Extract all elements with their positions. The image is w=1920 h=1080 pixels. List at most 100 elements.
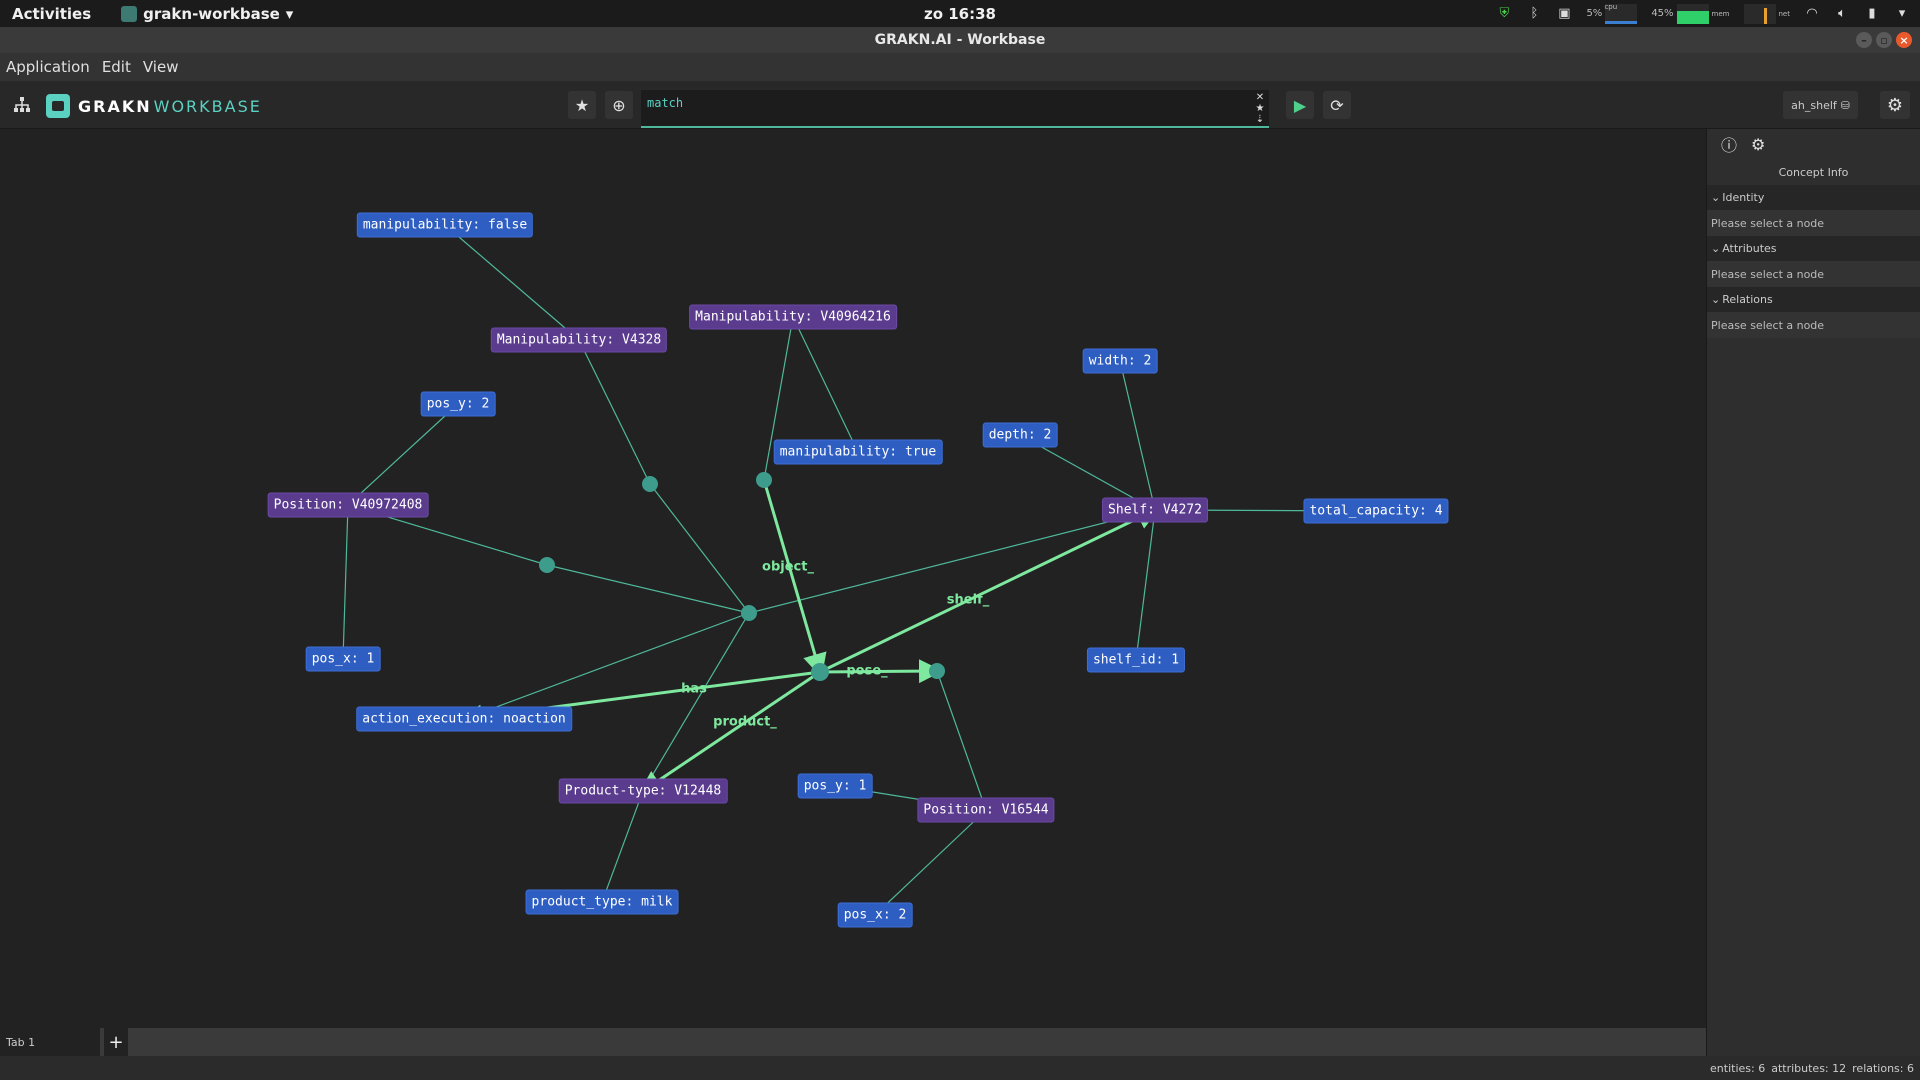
gear-icon[interactable]: ⚙ — [1751, 134, 1766, 154]
volume-icon[interactable]: 🔈︎ — [1838, 6, 1846, 21]
relation-node[interactable] — [929, 663, 945, 679]
tab-1[interactable]: Tab 1 — [0, 1028, 100, 1056]
edge-relation-d — [649, 483, 750, 614]
shield-icon[interactable]: ⛨ — [1499, 6, 1510, 21]
close-icon[interactable]: × — [1896, 32, 1912, 48]
relation-node[interactable] — [741, 605, 757, 621]
query-text: match — [647, 96, 684, 110]
edge-role-label: pose_ — [846, 663, 888, 679]
menu-view[interactable]: View — [142, 58, 179, 76]
entities-count: entities: 6 — [1710, 1061, 1766, 1075]
maximize-icon[interactable]: ▫ — [1876, 32, 1892, 48]
section-attributes[interactable]: ⌄Attributes — [1707, 236, 1920, 261]
battery-icon[interactable]: ▮ — [1868, 6, 1876, 21]
grakn-workbase-logo: GRAKN WORKBASE — [46, 94, 262, 118]
section-relations[interactable]: ⌄Relations — [1707, 287, 1920, 312]
activities-button[interactable]: Activities — [12, 4, 92, 23]
menu-edit[interactable]: Edit — [101, 58, 131, 76]
entity-node[interactable]: Position: V40972408 — [267, 492, 429, 518]
add-tab-button[interactable]: + — [104, 1028, 128, 1056]
relation-node[interactable] — [642, 476, 658, 492]
keyspace-selector[interactable]: ah_shelf ⛁ — [1783, 91, 1858, 119]
minimize-icon[interactable]: – — [1856, 32, 1872, 48]
mem-label: mem — [1711, 9, 1730, 18]
chevron-down-icon: ⌄ — [1711, 191, 1721, 204]
edge-role-label: shelf_ — [946, 592, 990, 608]
attribute-node[interactable]: pos_x: 1 — [305, 646, 381, 672]
edge-shelf-id — [1135, 509, 1156, 661]
edge-product-type-attr — [601, 790, 644, 903]
attribute-node[interactable]: manipulability: false — [356, 212, 534, 238]
identity-content: Please select a node — [1707, 210, 1920, 236]
relations-count: relations: 6 — [1852, 1061, 1914, 1075]
workbase-app-icon — [121, 5, 138, 22]
system-top-bar: Activities grakn-workbase ▾ zo 16:38 ⛨ ᛒ… — [0, 0, 1920, 27]
attribute-node[interactable]: pos_y: 1 — [797, 773, 873, 799]
net-label: net — [1778, 9, 1791, 18]
cpu-value: 5% — [1586, 8, 1603, 19]
attribute-node[interactable]: shelf_id: 1 — [1086, 647, 1186, 673]
cpu-graph — [1605, 3, 1638, 24]
chevron-down-icon[interactable]: ▾ — [1898, 6, 1906, 21]
edge-position-pos-y — [347, 403, 459, 506]
schema-tree-icon[interactable] — [12, 95, 32, 115]
window-title-bar: GRAKN.AI - Workbase – ▫ × — [0, 27, 1920, 53]
window-title: GRAKN.AI - Workbase — [874, 32, 1046, 48]
cpu-label: cpu — [1604, 2, 1618, 11]
net-graph — [1743, 3, 1776, 24]
graph-edges — [342, 223, 1377, 916]
edge-object-role — [762, 479, 827, 678]
entity-node[interactable]: Product-type: V12448 — [558, 778, 728, 804]
edge-object-relation — [763, 316, 794, 481]
entity-node[interactable]: Manipulability: V40964216 — [689, 304, 897, 330]
add-favourite-icon[interactable]: ★ — [1255, 103, 1265, 114]
relation-node[interactable] — [539, 557, 555, 573]
edge-role-label: product_ — [713, 714, 777, 730]
concept-info-panel: ⓘ ⚙ Concept Info ⌄Identity Please select… — [1706, 129, 1920, 1056]
panel-toolbar: ⓘ ⚙ — [1707, 129, 1920, 159]
monitor-icon[interactable]: ▣ — [1558, 6, 1571, 21]
menu-application[interactable]: Application — [6, 58, 90, 76]
favourite-queries-button[interactable]: ★ — [568, 91, 596, 119]
attribute-node[interactable]: pos_x: 2 — [837, 902, 913, 928]
query-editor[interactable]: match ✕ ★ ⇣ — [641, 90, 1269, 128]
mem-meter: 45% mem — [1651, 3, 1730, 24]
wifi-icon[interactable]: ◠ — [1806, 6, 1818, 21]
edge-manip-false — [443, 223, 580, 341]
attribute-node[interactable]: pos_y: 2 — [420, 391, 496, 417]
bluetooth-icon[interactable]: ᛒ — [1530, 6, 1539, 21]
types-button[interactable]: ⊕ — [605, 91, 633, 119]
system-tray: ⛨ ᛒ ▣ 5% cpu 45% mem net ◠ 🔈︎ ▮ ▾ — [1496, 0, 1910, 27]
entity-node[interactable]: Manipulability: V4328 — [490, 327, 668, 353]
tab-bar: Tab 1 + — [0, 1028, 1706, 1056]
relation-node[interactable] — [811, 663, 829, 681]
info-icon[interactable]: ⓘ — [1721, 136, 1738, 155]
app-menu[interactable]: grakn-workbase ▾ — [121, 5, 293, 23]
net-meter: net — [1743, 3, 1791, 24]
clear-query-icon[interactable]: ✕ — [1255, 92, 1265, 103]
entity-node[interactable]: Shelf: V4272 — [1102, 497, 1208, 523]
edge-role-label: has — [681, 681, 707, 697]
edge-shelf-width — [1119, 360, 1156, 511]
attribute-node[interactable]: action_execution: noaction — [356, 706, 572, 732]
attribute-node[interactable]: width: 2 — [1082, 348, 1158, 374]
attribute-node[interactable]: manipulability: true — [773, 439, 943, 465]
attributes-content: Please select a node — [1707, 261, 1920, 287]
run-query-button[interactable]: ▶ — [1286, 91, 1314, 119]
section-identity[interactable]: ⌄Identity — [1707, 185, 1920, 210]
edge-role-label: object_ — [762, 559, 814, 575]
entity-node[interactable]: Position: V16544 — [917, 797, 1055, 823]
attribute-node[interactable]: total_capacity: 4 — [1303, 498, 1449, 524]
settings-button[interactable]: ⚙ — [1880, 91, 1910, 119]
attribute-node[interactable]: product_type: milk — [525, 889, 679, 915]
expand-editor-icon[interactable]: ⇣ — [1255, 114, 1265, 125]
app-menu-label: grakn-workbase — [143, 4, 280, 23]
attributes-count: attributes: 12 — [1771, 1061, 1847, 1075]
attribute-node[interactable]: depth: 2 — [982, 422, 1058, 448]
clear-graph-button[interactable]: ⟳ — [1323, 91, 1351, 119]
menu-bar: Application Edit View — [0, 53, 1920, 81]
relation-node[interactable] — [756, 472, 772, 488]
database-icon: ⛁ — [1840, 98, 1850, 112]
edge-product-role — [638, 670, 821, 795]
